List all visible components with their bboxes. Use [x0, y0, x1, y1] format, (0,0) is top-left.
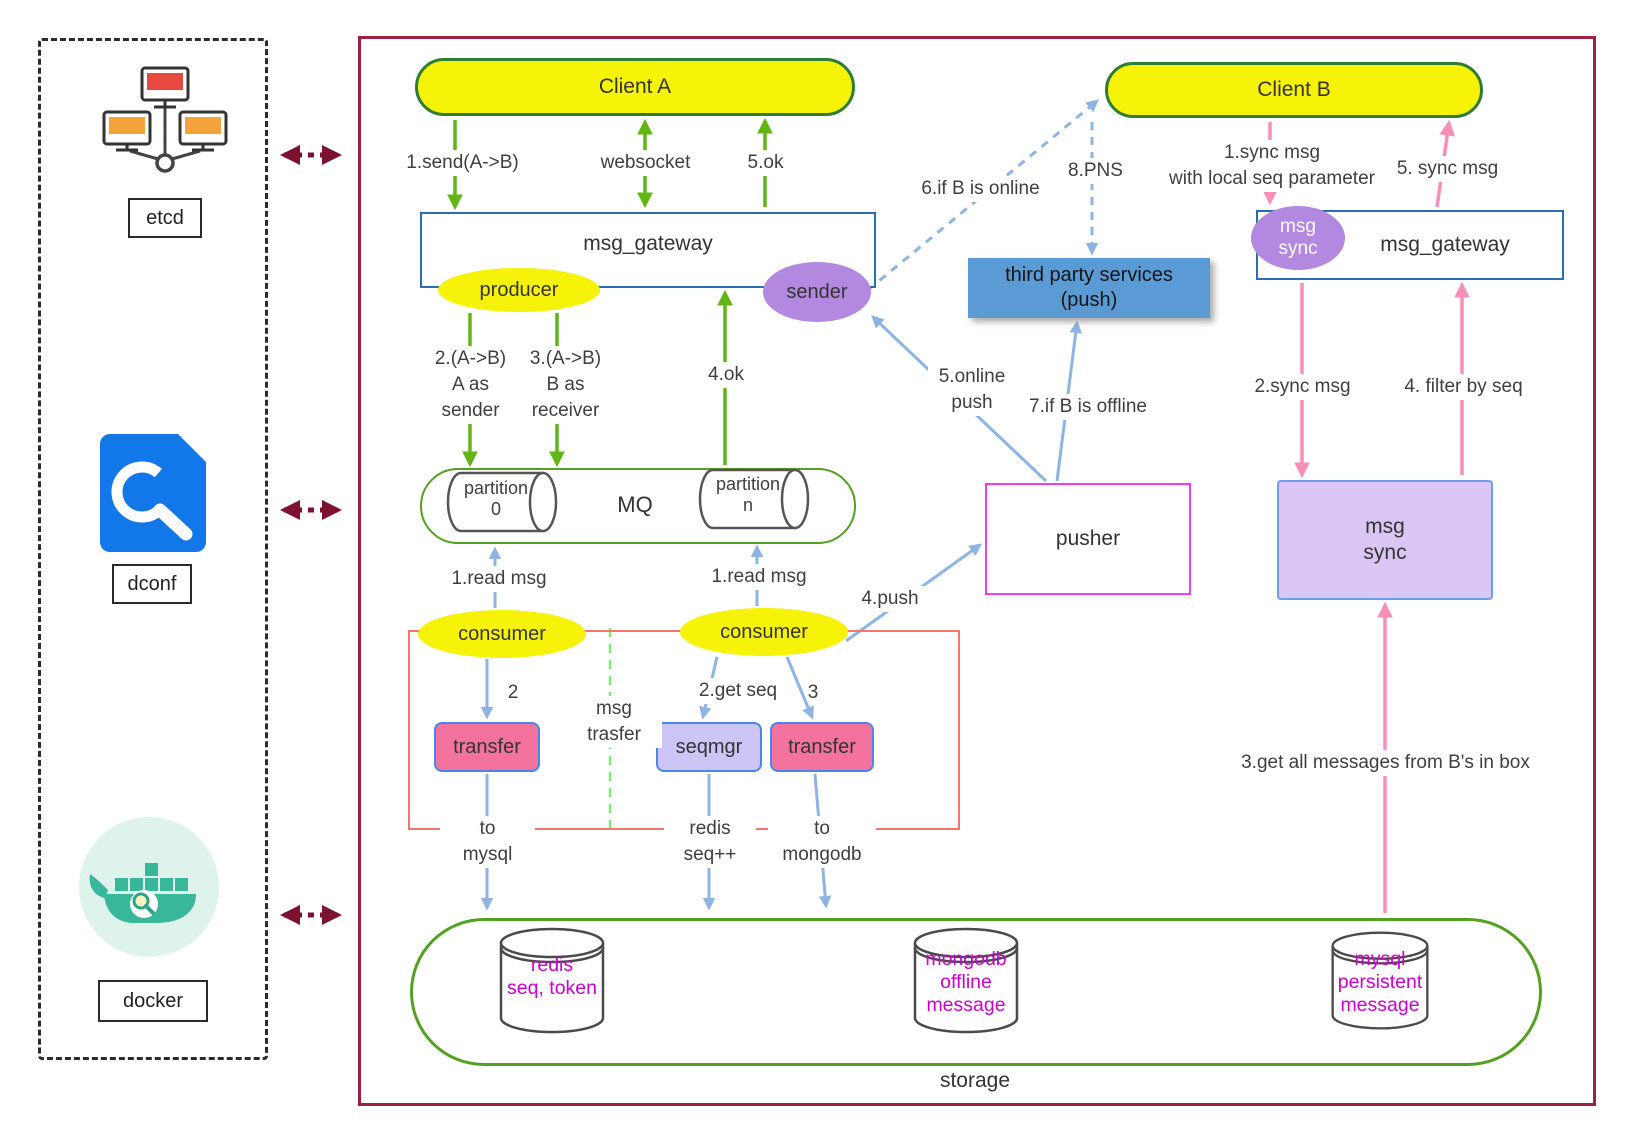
label-sync2: 2.sync msg [1250, 374, 1355, 400]
redis-db-cylinder [496, 926, 608, 1036]
label-getall3: 3.get all messages from B's in box [1218, 750, 1553, 776]
label-sync5: 5. sync msg [1385, 156, 1510, 182]
label-get-seq: 2.get seq [692, 678, 784, 704]
mq-title: MQ [617, 492, 653, 517]
label-sync1: 1.sync msg with local seq parameter [1122, 140, 1422, 192]
infrastructure-panel [38, 38, 268, 1060]
producer-node: producer [438, 268, 600, 312]
label-step2: 2 [507, 682, 519, 703]
label-to-mongodb: to mongodb [768, 816, 876, 868]
label-websocket: websocket [578, 150, 713, 176]
label-redis-seq: redis seq++ [664, 816, 756, 868]
dconf-icon [84, 432, 220, 558]
dconf-label: dconf [112, 564, 192, 604]
partition-n-cylinder: partition n [698, 466, 810, 532]
client-b-node: Client B [1105, 62, 1483, 118]
partition-0-label: partition 0 [463, 478, 529, 519]
label-read-msg-left: 1.read msg [440, 566, 558, 592]
mongodb-db-cylinder [910, 926, 1022, 1036]
label-filter4: 4. filter by seq [1396, 374, 1531, 400]
consumer-left-node: consumer [418, 610, 586, 658]
label-step3: 3 [807, 682, 819, 703]
client-a-node: Client A [415, 58, 855, 116]
transfer-right-node: transfer [770, 722, 874, 772]
system-frame [358, 36, 1596, 1106]
label-7-if-b-offline: 7.if B is offline [1014, 394, 1162, 420]
dconf-label-text: dconf [127, 572, 177, 595]
mongodb-db-label: mongodb offline message [925, 948, 1007, 1016]
label-send: 1.send(A->B) [390, 150, 535, 176]
transfer-left-node: transfer [434, 722, 540, 772]
label-msg-trasfer: msg trasfer [566, 696, 662, 748]
label-6-if-b-online: 6.if B is online [903, 176, 1058, 202]
label-read-msg-right: 1.read msg [700, 564, 818, 590]
storage-label: storage [939, 1069, 1011, 1092]
docker-icon [78, 816, 220, 958]
label-4ok: 4.ok [696, 362, 756, 388]
sender-node: sender [763, 262, 871, 322]
mysql-db-label: mysql persistent message [1337, 948, 1423, 1016]
partition-0-cylinder: partition 0 [446, 470, 558, 534]
msg-sync-ellipse: msg sync [1251, 206, 1345, 270]
label-3-b-as-receiver: 3.(A->B) B as receiver [508, 346, 623, 424]
redis-db-label: redis seq, token [507, 954, 597, 999]
msg-sync-box: msg sync [1277, 480, 1493, 600]
docker-label: docker [98, 980, 208, 1022]
etcd-label: etcd [128, 198, 202, 238]
third-party-services-node: third party services (push) [968, 258, 1210, 318]
etcd-label-text: etcd [146, 206, 184, 229]
docker-label-text: docker [122, 989, 184, 1012]
label-8-pns: 8.PNS [1058, 158, 1133, 184]
label-5ok: 5.ok [728, 150, 803, 176]
label-to-mysql: to mysql [440, 816, 535, 868]
partition-n-label: partition n [715, 474, 781, 515]
consumer-right-node: consumer [680, 608, 848, 656]
seqmgr-node: seqmgr [656, 722, 762, 772]
etcd-icon [100, 66, 230, 178]
mysql-db-cylinder [1328, 926, 1432, 1036]
label-5-online-push: 5.online push [928, 364, 1016, 416]
pusher-node: pusher [985, 483, 1191, 595]
label-4push: 4.push [850, 586, 930, 612]
